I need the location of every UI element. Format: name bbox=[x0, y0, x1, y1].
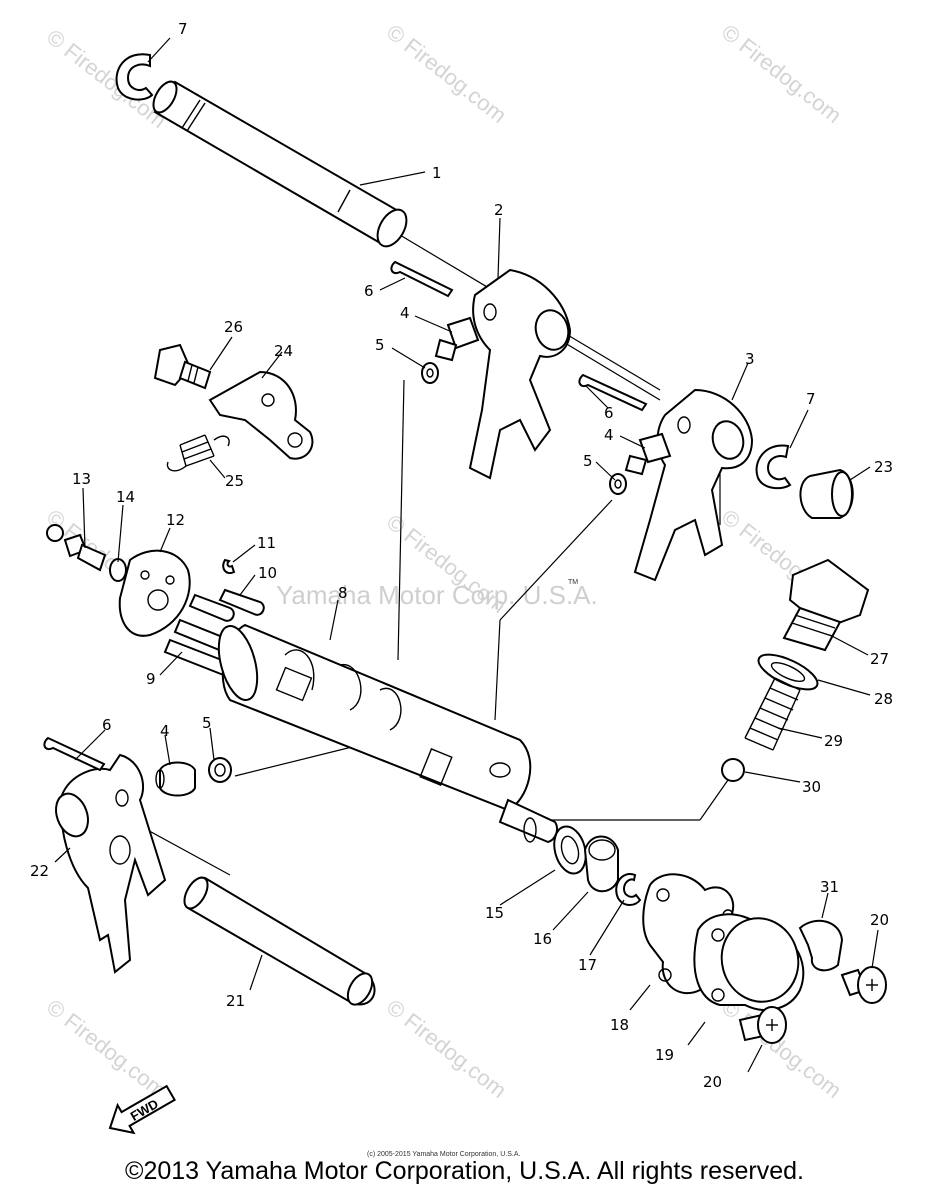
callout-18: 18 bbox=[610, 1016, 629, 1034]
callout-3: 3 bbox=[745, 350, 755, 368]
callout-9: 9 bbox=[146, 670, 156, 688]
screw-20-bottom bbox=[738, 1006, 787, 1044]
callout-1: 1 bbox=[432, 164, 442, 182]
screw-13 bbox=[46, 524, 107, 572]
callout-26: 26 bbox=[224, 318, 243, 336]
callout-5: 5 bbox=[202, 714, 212, 732]
callout-6: 6 bbox=[364, 282, 374, 300]
shift-drum-8 bbox=[217, 623, 558, 844]
callout-23: 23 bbox=[874, 458, 893, 476]
clamp-31 bbox=[798, 919, 844, 972]
callout-24: 24 bbox=[274, 342, 293, 360]
callout-2: 2 bbox=[494, 201, 504, 219]
copyright-notice: ©2013 Yamaha Motor Corporation, U.S.A. A… bbox=[125, 1157, 804, 1185]
callout-30: 30 bbox=[802, 778, 821, 796]
callout-20: 20 bbox=[703, 1073, 722, 1091]
shift-fork-2 bbox=[468, 268, 572, 480]
cotter-6-top bbox=[390, 260, 454, 298]
cotter-6-bottom bbox=[43, 736, 106, 772]
callout-16: 16 bbox=[533, 930, 552, 948]
callout-6: 6 bbox=[604, 404, 614, 422]
spring-29 bbox=[744, 677, 801, 751]
watermark: © Firedog.com bbox=[382, 994, 511, 1103]
shift-shaft-1 bbox=[152, 80, 408, 248]
callout-25: 25 bbox=[225, 472, 244, 490]
pins-10 bbox=[188, 588, 265, 622]
callout-17: 17 bbox=[578, 956, 597, 974]
fine-print: (c) 2005-2015 Yamaha Motor Corporation, … bbox=[367, 1151, 520, 1158]
cotter-6-mid bbox=[578, 373, 648, 412]
circlip-7-top bbox=[115, 53, 154, 101]
bolt-26 bbox=[153, 343, 212, 390]
watermark: © Firedog.com bbox=[382, 19, 511, 128]
circlip-7-right bbox=[755, 444, 792, 490]
circlip-11 bbox=[222, 558, 236, 574]
callout-31: 31 bbox=[820, 878, 839, 896]
shift-fork-22 bbox=[55, 753, 167, 974]
segment-cam-12 bbox=[118, 549, 191, 637]
plug-bolt-27 bbox=[782, 558, 870, 652]
watermark: © Firedog.com bbox=[42, 994, 171, 1103]
watermark: © Firedog.com bbox=[717, 19, 846, 128]
shift-fork-3 bbox=[633, 388, 754, 582]
leader-lines bbox=[54, 37, 879, 1073]
center-watermark: Yamaha Motor Corp. U.S.A. bbox=[276, 580, 598, 610]
center-watermark-mark: TM bbox=[568, 579, 578, 586]
pin-4-mid bbox=[624, 432, 672, 476]
callout-10: 10 bbox=[258, 564, 277, 582]
callout-8: 8 bbox=[338, 584, 348, 602]
bush-23 bbox=[799, 468, 854, 519]
callout-5: 5 bbox=[583, 452, 593, 470]
callout-11: 11 bbox=[257, 534, 276, 552]
callout-15: 15 bbox=[485, 904, 504, 922]
washer-15 bbox=[553, 825, 587, 875]
callout-14: 14 bbox=[116, 488, 135, 506]
spring-washer-14 bbox=[109, 558, 127, 582]
callout-22: 22 bbox=[30, 862, 49, 880]
callout-19: 19 bbox=[655, 1046, 674, 1064]
callout-6: 6 bbox=[102, 716, 112, 734]
stopper-lever-24 bbox=[208, 370, 314, 460]
callout-21: 21 bbox=[226, 992, 245, 1010]
washer-28 bbox=[757, 653, 819, 691]
callout-27: 27 bbox=[870, 650, 889, 668]
roller-5-top bbox=[421, 362, 439, 384]
pin-4-top bbox=[434, 316, 480, 362]
callout-labels: 7 1 2 6 4 5 3 6 4 5 7 23 26 24 25 13 14 … bbox=[30, 20, 893, 1091]
ball-30 bbox=[721, 758, 745, 782]
spring-25 bbox=[166, 434, 230, 472]
pin-4-bottom bbox=[155, 761, 196, 797]
callout-28: 28 bbox=[874, 690, 893, 708]
callout-7: 7 bbox=[806, 390, 816, 408]
callout-13: 13 bbox=[72, 470, 91, 488]
screw-20-right bbox=[840, 966, 887, 1004]
callout-7: 7 bbox=[178, 20, 188, 38]
callout-4: 4 bbox=[604, 426, 614, 444]
callout-4: 4 bbox=[400, 304, 410, 322]
callout-20: 20 bbox=[870, 911, 889, 929]
fork-shaft-21 bbox=[183, 876, 376, 1006]
bearing-16 bbox=[583, 835, 619, 893]
circlip-17 bbox=[615, 873, 642, 906]
callout-29: 29 bbox=[824, 732, 843, 750]
callout-5: 5 bbox=[375, 336, 385, 354]
cover-19 bbox=[693, 913, 805, 1011]
roller-5-bottom bbox=[208, 757, 232, 783]
callout-4: 4 bbox=[160, 722, 170, 740]
watermark: © Firedog.com bbox=[42, 24, 171, 133]
callout-12: 12 bbox=[166, 511, 185, 529]
